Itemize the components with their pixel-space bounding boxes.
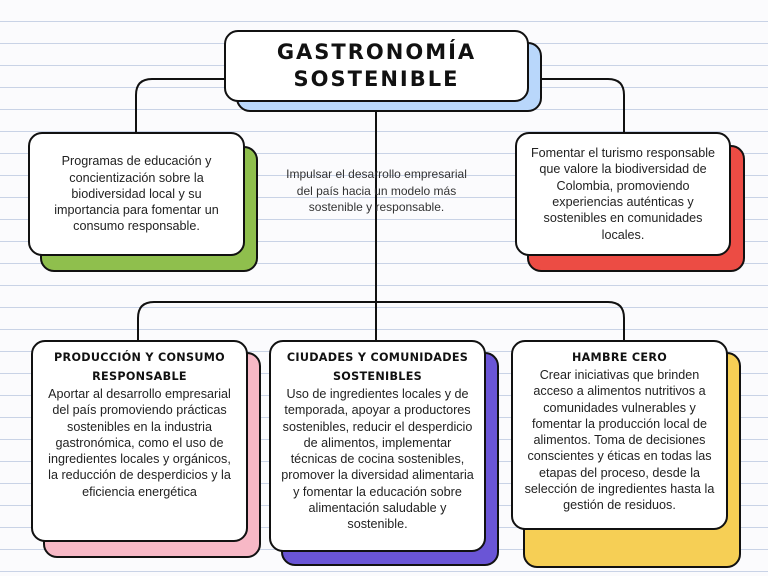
connector-bottom-bar — [137, 301, 625, 341]
center-description: Impulsar el desarrollo empresarial del p… — [286, 167, 467, 214]
bottom-left-text: Aportar al desarrollo empresarial del pa… — [48, 387, 231, 499]
bottom-center-box: CIUDADES Y COMUNIDADES SOSTENIBLES Uso d… — [269, 340, 486, 552]
bottom-right-box: HAMBRE CERO Crear iniciativas que brinde… — [511, 340, 728, 530]
bottom-left-heading: PRODUCCIÓN Y CONSUMO RESPONSABLE — [54, 351, 225, 383]
bottom-center-text: Uso de ingredientes locales y de tempora… — [281, 387, 474, 532]
top-left-text: Programas de educación y concientización… — [54, 154, 219, 234]
top-left-box: Programas de educación y concientización… — [28, 132, 245, 256]
page-title: GASTRONOMÍA SOSTENIBLE — [276, 40, 477, 91]
connector-title-right — [527, 78, 625, 134]
connector-title-left — [135, 78, 225, 134]
title-box: GASTRONOMÍA SOSTENIBLE — [224, 30, 529, 102]
bottom-left-box: PRODUCCIÓN Y CONSUMO RESPONSABLE Aportar… — [31, 340, 248, 542]
top-right-box: Fomentar el turismo responsable que valo… — [515, 132, 731, 256]
bottom-center-heading: CIUDADES Y COMUNIDADES SOSTENIBLES — [286, 351, 469, 383]
top-right-text: Fomentar el turismo responsable que valo… — [530, 146, 716, 242]
bottom-right-text: Crear iniciativas que brinden acceso a a… — [524, 368, 715, 513]
bottom-right-heading: HAMBRE CERO — [571, 351, 668, 364]
